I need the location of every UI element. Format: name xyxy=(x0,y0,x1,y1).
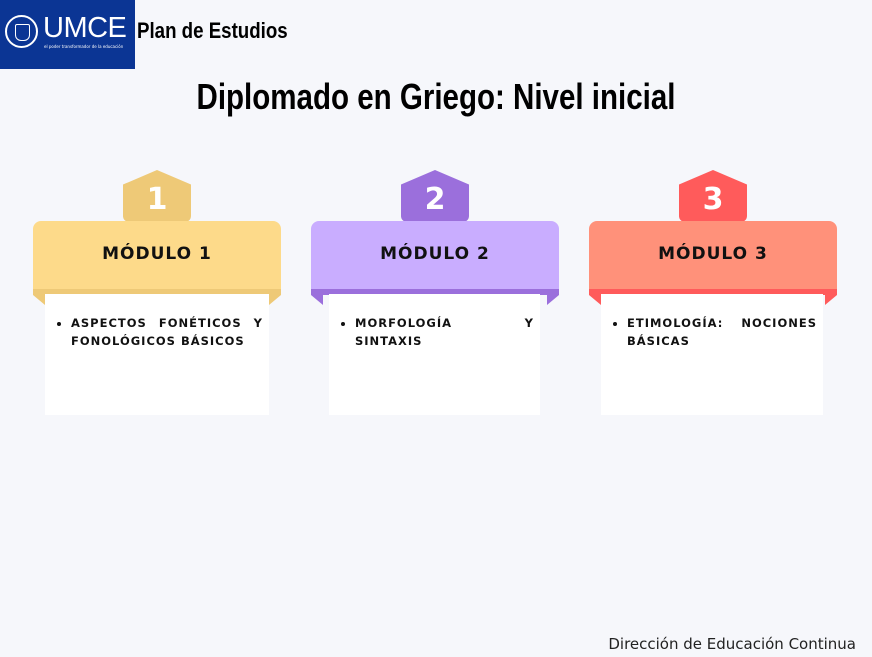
header-fold-strip xyxy=(589,289,837,295)
module-number-badge: 1 xyxy=(123,170,191,222)
module-topic: MORFOLOGÍA Y SINTAXIS xyxy=(355,314,534,350)
umce-logo: UMCE el poder transformador de la educac… xyxy=(0,0,135,69)
module-header: MÓDULO 1 xyxy=(33,221,281,289)
module-content: ASPECTOS FONÉTICOS Y FONOLÓGICOS BÁSICOS xyxy=(45,294,269,415)
logo-text: UMCE xyxy=(43,12,127,44)
header-fold-strip xyxy=(311,289,559,295)
section-title: Plan de Estudios xyxy=(137,18,288,43)
module-header: MÓDULO 2 xyxy=(311,221,559,289)
module-topic: ASPECTOS FONÉTICOS Y FONOLÓGICOS BÁSICOS xyxy=(71,314,263,350)
module-number-badge: 2 xyxy=(401,170,469,222)
module-content: ETIMOLOGÍA: NOCIONES BÁSICAS xyxy=(601,294,823,415)
module-card-1: 1 MÓDULO 1 ASPECTOS FONÉTICOS Y FONOLÓGI… xyxy=(33,170,281,420)
fold-right xyxy=(269,295,281,305)
module-card-2: 2 MÓDULO 2 MORFOLOGÍA Y SINTAXIS xyxy=(311,170,559,420)
fold-right xyxy=(547,295,559,305)
footer-text: Dirección de Educación Continua xyxy=(608,635,856,653)
umce-seal-icon xyxy=(5,15,38,48)
module-card-3: 3 MÓDULO 3 ETIMOLOGÍA: NOCIONES BÁSICAS xyxy=(589,170,837,420)
logo-tagline: el poder transformador de la educación xyxy=(44,44,124,49)
fold-left xyxy=(589,295,601,305)
fold-left xyxy=(311,295,323,305)
fold-right xyxy=(825,295,837,305)
page-title: Diplomado en Griego: Nivel inicial xyxy=(196,76,676,117)
module-topic: ETIMOLOGÍA: NOCIONES BÁSICAS xyxy=(627,314,817,350)
header-fold-strip xyxy=(33,289,281,295)
fold-left xyxy=(33,295,45,305)
module-number-badge: 3 xyxy=(679,170,747,222)
module-content: MORFOLOGÍA Y SINTAXIS xyxy=(329,294,540,415)
module-header: MÓDULO 3 xyxy=(589,221,837,289)
